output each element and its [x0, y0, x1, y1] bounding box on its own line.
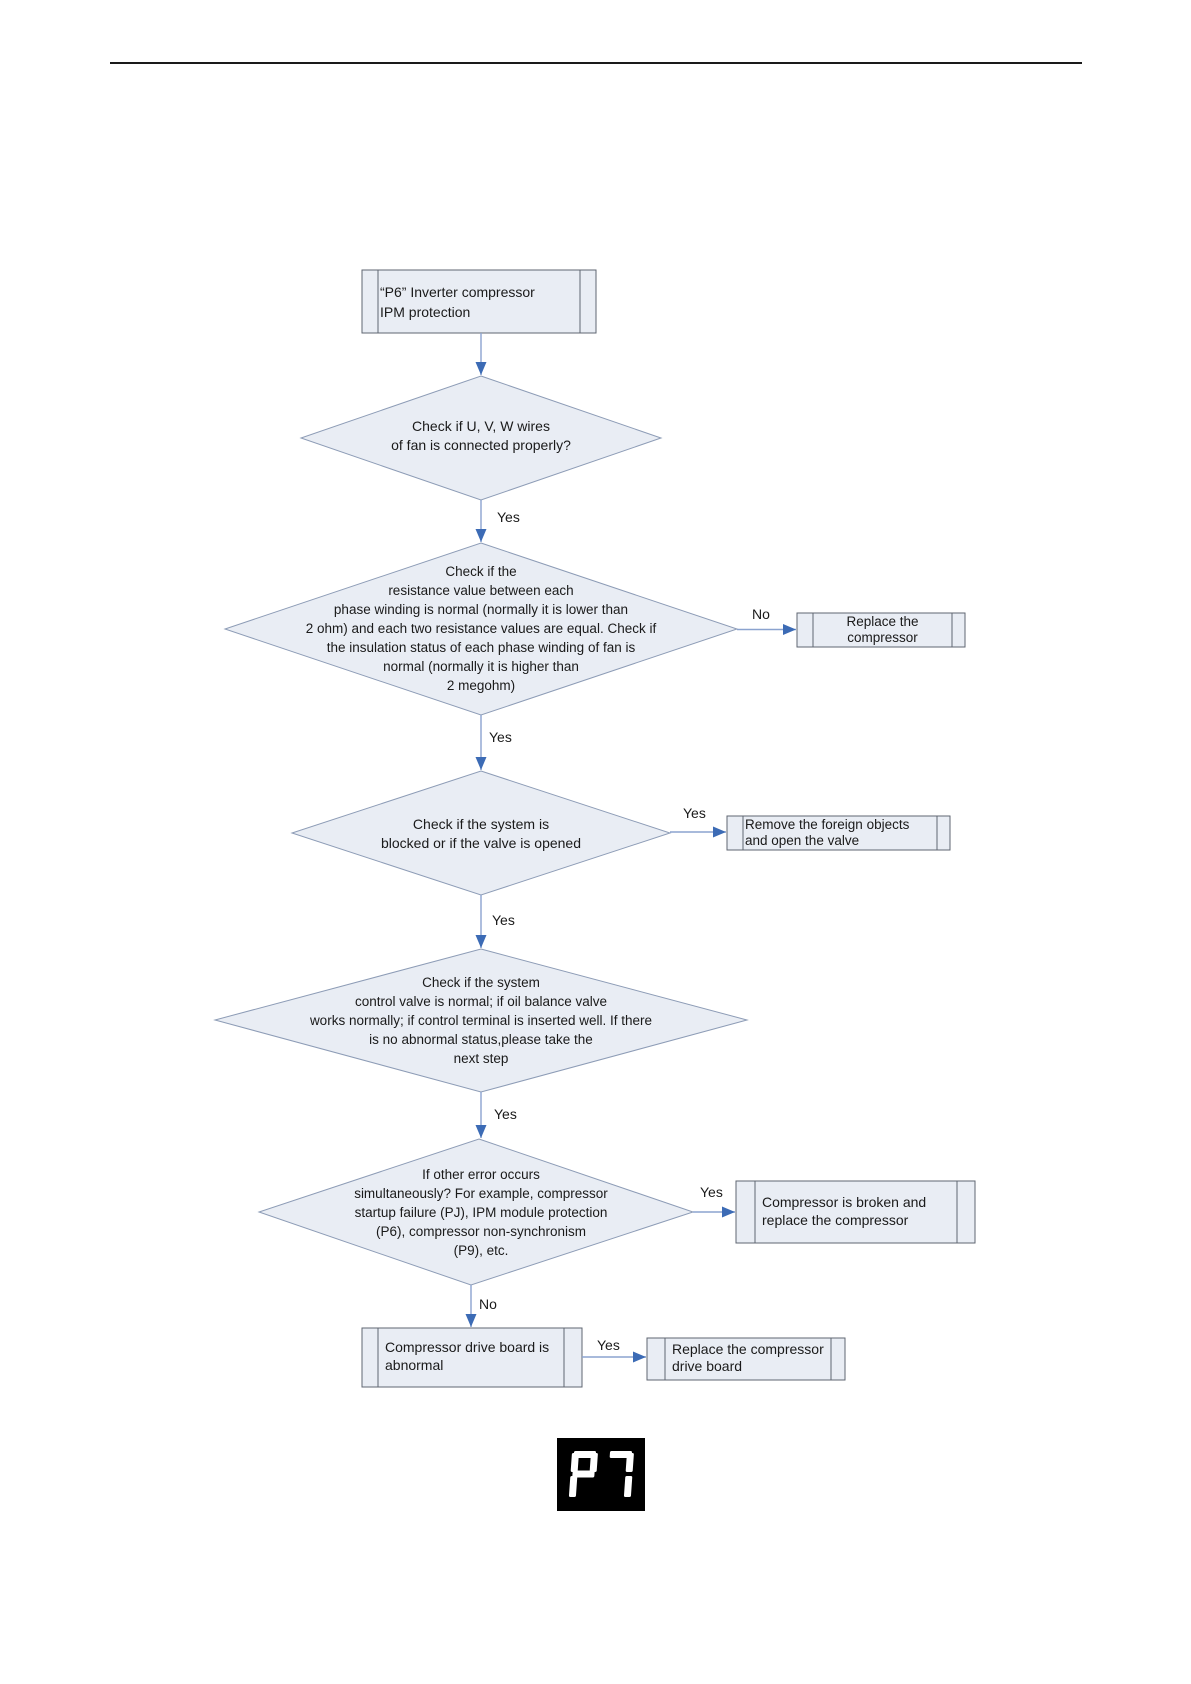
seven-segment-digit-7	[609, 1451, 634, 1497]
edge-label-resistance-yes: Yes	[489, 729, 512, 745]
replace-compressor-label: Replace the compressor	[846, 614, 919, 645]
edge-label-errors-no: No	[479, 1296, 497, 1312]
edge-label-wires-yes: Yes	[497, 509, 520, 525]
compressor-broken-node-shape	[735, 1180, 976, 1244]
compressor-broken-label: Compressor is broken and replace the com…	[762, 1194, 927, 1228]
header-rule	[110, 62, 1082, 64]
replace-drive-board-label: Replace the compressor drive board	[672, 1341, 824, 1374]
seven-segment-display: P7	[557, 1438, 645, 1511]
start-node-shape	[361, 269, 597, 334]
edge-label-errors-yes: Yes	[700, 1184, 723, 1200]
edge-label-driveboard-yes: Yes	[597, 1337, 620, 1353]
decision-check-wires-label: Check if U, V, W wires of fan is connect…	[391, 418, 571, 453]
edge-label-resistance-no: No	[752, 606, 770, 622]
decision-other-errors-label: If other error occurs simultaneously? Fo…	[354, 1167, 608, 1258]
replace-compressor-node-shape	[796, 612, 966, 648]
remove-foreign-objects-node-shape	[726, 815, 951, 851]
edge-label-valve-yes: Yes	[494, 1106, 517, 1122]
decision-check-resistance-label: Check if the resistance value between ea…	[305, 564, 657, 693]
remove-foreign-objects-label: Remove the foreign objects and open the …	[745, 817, 910, 848]
decision-control-valve-label: Check if the system control valve is nor…	[309, 975, 653, 1066]
edge-label-blocked-yes-right: Yes	[683, 805, 706, 821]
drive-board-abnormal-node-shape	[361, 1327, 583, 1388]
drive-board-abnormal-label: Compressor drive board is abnormal	[385, 1339, 550, 1373]
seven-segment-glyphs	[568, 1451, 634, 1497]
start-node-label: “P6” Inverter compressor IPM protection	[380, 284, 535, 320]
replace-drive-board-node-shape	[646, 1337, 846, 1381]
decision-system-blocked-label: Check if the system is blocked or if the…	[380, 816, 581, 851]
edge-label-blocked-yes-down: Yes	[492, 912, 515, 928]
seven-segment-digit-P	[568, 1451, 598, 1497]
